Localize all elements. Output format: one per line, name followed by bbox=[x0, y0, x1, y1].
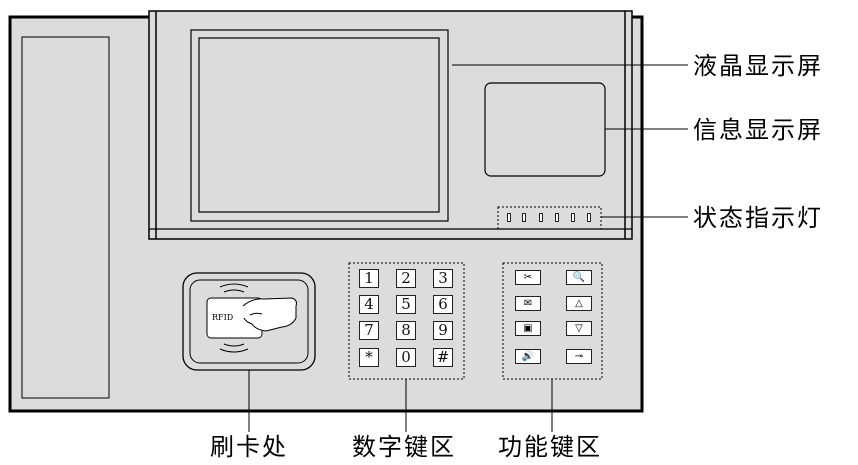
lcd-screen bbox=[198, 37, 440, 213]
wave-top-2 bbox=[219, 283, 249, 288]
wave-top-1 bbox=[223, 289, 245, 293]
wave-bottom-2 bbox=[219, 348, 249, 353]
wave-bottom-1 bbox=[223, 343, 245, 347]
rfid-label: RFID bbox=[212, 313, 234, 322]
key-2[interactable]: 2 bbox=[396, 269, 416, 288]
status-led bbox=[555, 213, 559, 222]
key-9[interactable]: 9 bbox=[433, 321, 453, 340]
status-led bbox=[522, 213, 526, 222]
down-arrow-icon[interactable]: ▽ bbox=[566, 321, 592, 336]
tools-icon[interactable]: ✂ bbox=[515, 270, 541, 285]
hand-icon bbox=[242, 297, 297, 332]
key-0[interactable]: 0 bbox=[396, 348, 416, 367]
status-light-box bbox=[497, 206, 602, 230]
finger-line bbox=[249, 312, 263, 316]
card-reader-inner bbox=[189, 279, 309, 364]
key-hash[interactable]: # bbox=[433, 348, 453, 367]
status-led bbox=[587, 213, 591, 222]
info-screen bbox=[484, 82, 606, 177]
key-3[interactable]: 3 bbox=[433, 269, 453, 288]
up-arrow-icon[interactable]: △ bbox=[566, 296, 592, 311]
key-5[interactable]: 5 bbox=[396, 295, 416, 314]
envelope-icon[interactable]: ✉ bbox=[515, 296, 541, 311]
book-icon[interactable]: ▣ bbox=[515, 321, 541, 336]
key-7[interactable]: 7 bbox=[359, 321, 379, 340]
search-icon[interactable]: 🔍 bbox=[566, 270, 592, 285]
key-4[interactable]: 4 bbox=[359, 295, 379, 314]
key-icon[interactable]: ⊸ bbox=[566, 349, 592, 364]
label-lcd-screen: 液晶显示屏 bbox=[693, 52, 823, 80]
label-card-area: 刷卡处 bbox=[210, 433, 288, 461]
speaker-icon[interactable]: 🔊 bbox=[515, 349, 541, 364]
side-panel bbox=[21, 36, 110, 399]
label-info-screen: 信息显示屏 bbox=[693, 116, 823, 144]
key-star[interactable]: * bbox=[359, 348, 379, 367]
label-status-lights: 状态指示灯 bbox=[693, 204, 823, 232]
key-6[interactable]: 6 bbox=[433, 295, 453, 314]
key-8[interactable]: 8 bbox=[396, 321, 416, 340]
label-function-keypad: 功能键区 bbox=[498, 433, 602, 461]
status-led bbox=[539, 213, 543, 222]
status-led bbox=[571, 213, 575, 222]
label-numeric-keypad: 数字键区 bbox=[352, 433, 456, 461]
status-led bbox=[507, 213, 511, 222]
key-1[interactable]: 1 bbox=[359, 269, 379, 288]
